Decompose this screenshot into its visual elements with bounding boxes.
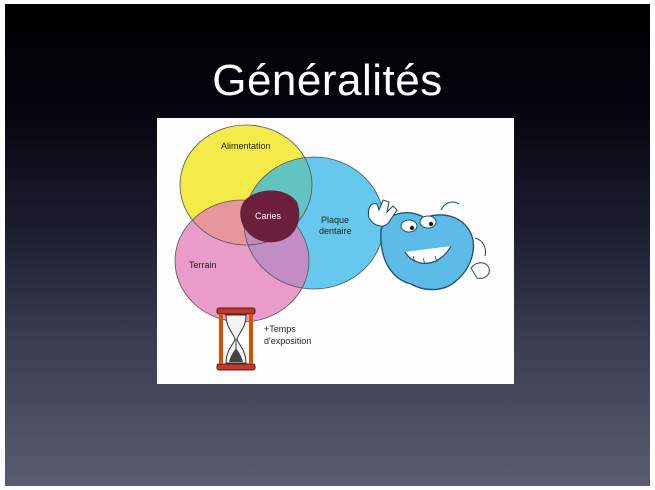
label-caries: Caries xyxy=(255,211,282,221)
label-temps: +Temps xyxy=(264,324,296,334)
label-alimentation: Alimentation xyxy=(221,141,271,151)
label-dentaire: dentaire xyxy=(319,226,352,236)
venn-figure: Alimentation Caries Plaque dentaire Terr… xyxy=(157,118,514,384)
caries-overlap xyxy=(240,190,300,243)
venn-diagram xyxy=(174,124,385,323)
label-exposition: d'exposition xyxy=(264,336,311,346)
slide-title: Généralités xyxy=(212,56,443,105)
hourglass-icon xyxy=(216,307,256,371)
label-terrain: Terrain xyxy=(189,260,217,270)
slide: Généralités Alimentation Caries Plaque d… xyxy=(5,4,650,486)
label-plaque: Plaque xyxy=(321,215,349,225)
tooth-mascot-icon xyxy=(367,199,490,291)
